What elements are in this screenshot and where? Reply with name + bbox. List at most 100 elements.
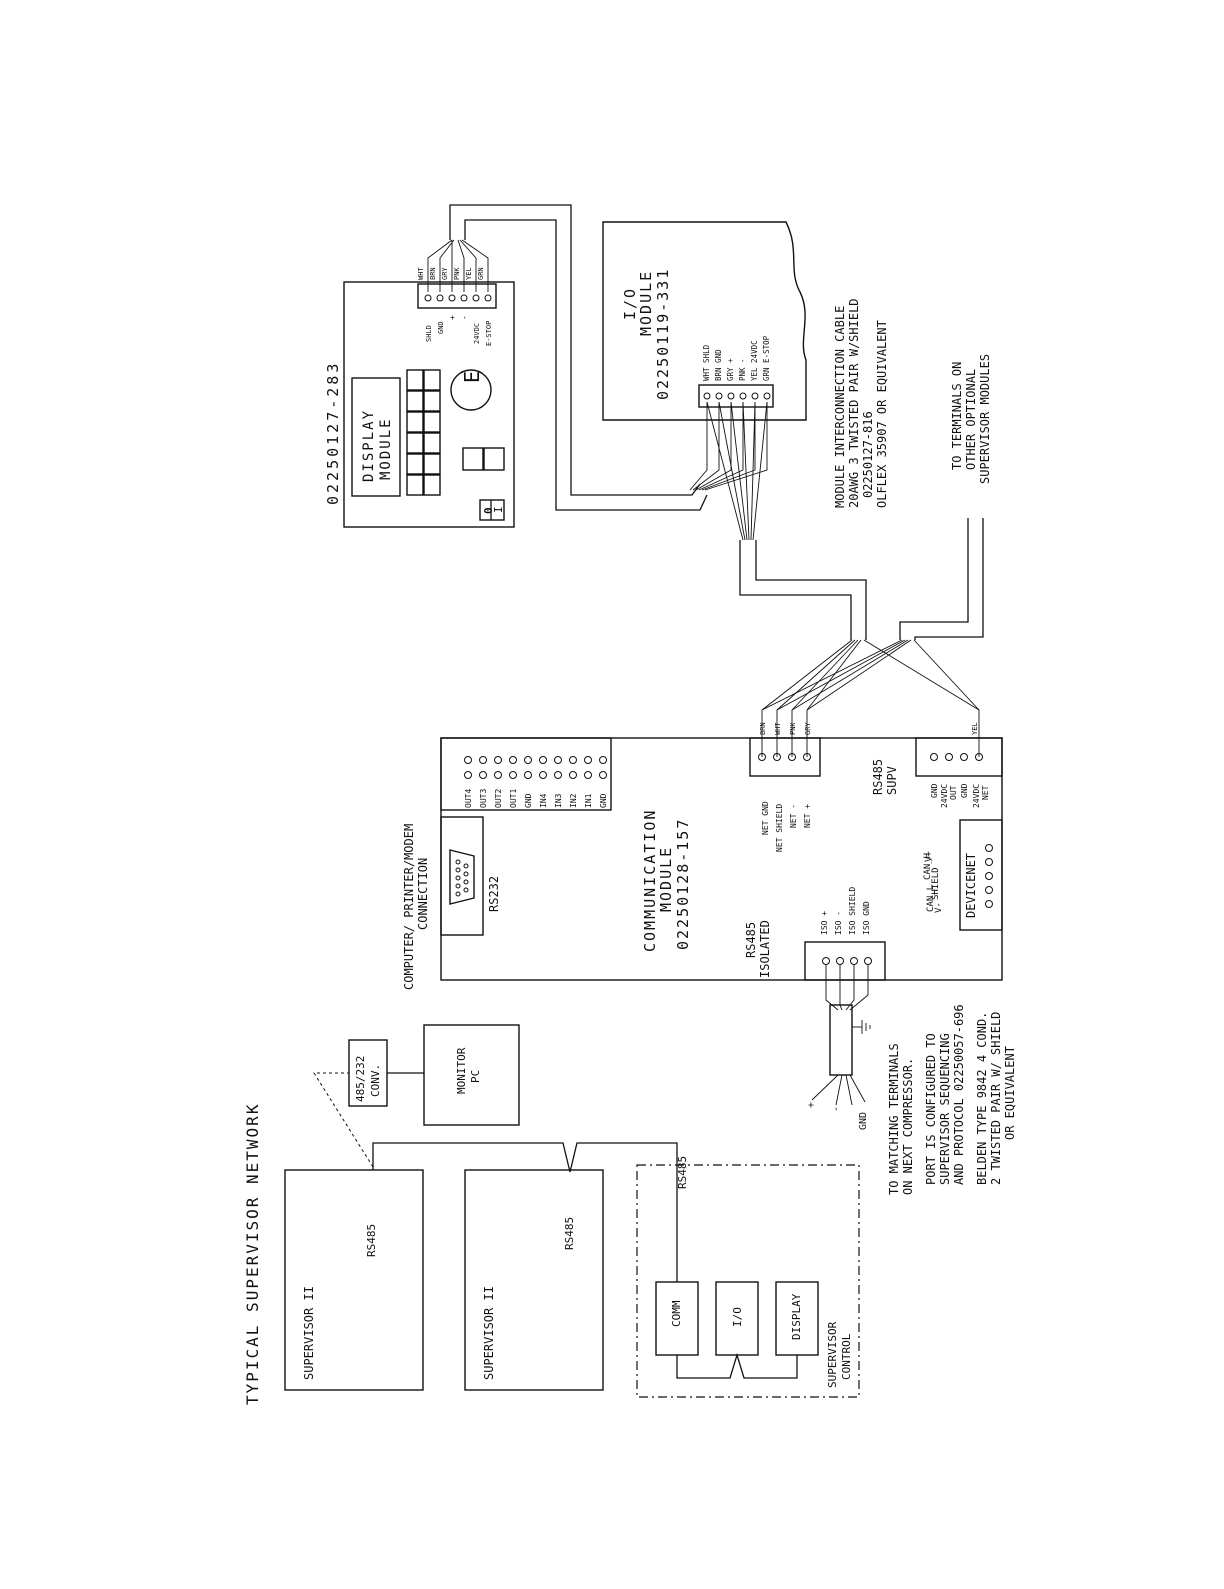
io-terminal-estop: GRN E-STOP	[762, 335, 771, 381]
devicenet-terminals	[985, 844, 993, 908]
on-key-label: I	[492, 506, 505, 513]
comm-io-in3: IN3	[554, 793, 563, 808]
optional-note-1: TO TERMINALS ON	[950, 362, 964, 470]
comm-title-line-2: MODULE	[657, 846, 675, 912]
comm-block-label: COMM	[670, 1300, 683, 1327]
e-button-label: E	[460, 371, 484, 383]
rs232-port-box	[440, 816, 484, 936]
io-terminal-24vdc: YEL 24VDC	[750, 340, 759, 381]
iso-pin-gnd: GND	[858, 1112, 869, 1130]
rs232-pins	[455, 859, 469, 897]
comm-io-in4: IN4	[539, 793, 548, 808]
rs232-connector	[449, 849, 475, 905]
io-terminal-shld: WHT SHLD	[702, 344, 711, 381]
display-keypad	[406, 369, 505, 496]
display-terminal-strip	[417, 283, 497, 309]
supervisor-control-line-1: SUPERVISOR	[826, 1321, 839, 1388]
yel-wire-label: YEL	[971, 722, 979, 735]
supervisor-a-label: SUPERVISOR II	[302, 1286, 316, 1380]
power-net: NET	[981, 785, 990, 800]
supv-terminal-strip	[749, 737, 821, 777]
power-terminal-strip	[915, 737, 1003, 777]
port-note-2: SUPERVISOR SEQUENCING	[938, 1033, 952, 1185]
comm-io-in1: IN1	[584, 793, 593, 808]
optional-note-2: OTHER OPTIONAL	[964, 369, 978, 470]
iso-plus-label: ISO +	[820, 911, 829, 935]
net-shield-label: NET SHIELD	[775, 804, 784, 852]
devicenet-label: DEVICENET	[964, 853, 978, 918]
io-title-line-2: MODULE	[637, 270, 655, 336]
iso-gnd-label: ISO GND	[862, 901, 871, 935]
display-wire-pnk: PNK	[453, 267, 461, 280]
iso-terminal-strip	[804, 941, 886, 981]
io-wire-fan	[689, 401, 768, 541]
rs232-label: RS232	[487, 876, 501, 912]
net-gnd-label: NET GND	[761, 801, 770, 835]
io-part-number: 02250119-331	[654, 268, 672, 400]
power-gnd-2: GND	[960, 783, 969, 798]
io-module-box	[602, 221, 807, 421]
rs485-isolated-line-1: RS485	[744, 922, 758, 958]
rs485-bus-line	[372, 1142, 678, 1282]
display-wire-wht: WHT	[417, 267, 425, 280]
rs485-isolated-line-2: ISOLATED	[758, 920, 772, 978]
v-plus-label: V+	[924, 851, 934, 862]
can-h-label: CAN_H	[923, 853, 933, 880]
display-terminal-minus: -	[460, 315, 469, 320]
can-l-label: CAN_L	[926, 885, 936, 912]
display-part-number: 02250127-283	[324, 361, 342, 505]
supv-wire-gry: GRY	[804, 722, 812, 735]
v-minus-label: V-	[934, 902, 944, 913]
devicenet-box	[959, 819, 1003, 931]
io-terminals	[703, 392, 771, 400]
iso-terminals	[822, 957, 872, 965]
matching-note-1: TO MATCHING TERMINALS	[887, 1043, 901, 1195]
can-shield-label: SHIELD	[931, 867, 941, 900]
display-cable-inner	[464, 219, 708, 511]
display-terminal-shld: SHLD	[425, 325, 433, 342]
computer-label-line-1: COMPUTER/ PRINTER/MODEM	[402, 824, 416, 990]
rs485-supv-line-1: RS485	[871, 759, 885, 795]
net-minus-label: NET -	[789, 804, 798, 828]
power-terminals	[930, 753, 983, 761]
network-title: TYPICAL SUPERVISOR NETWORK	[243, 1103, 262, 1405]
computer-label-line-2: CONNECTION	[416, 858, 430, 930]
monitor-pc-line-2: PC	[469, 1070, 482, 1083]
comm-io-out4: OUT4	[464, 789, 473, 808]
supv-wire-wht: WHT	[774, 722, 782, 735]
supervisor-control-line-2: CONTROL	[840, 1333, 853, 1380]
supv-wire-brn: BRN	[759, 722, 767, 735]
display-terminals	[424, 294, 492, 302]
e-button	[450, 369, 492, 411]
comm-part-number: 02250128-157	[674, 818, 692, 950]
comm-io-strip	[440, 737, 612, 811]
monitor-pc-line-1: MONITOR	[455, 1047, 468, 1094]
supervisor-b-rs485: RS485	[563, 1217, 576, 1250]
display-wire-fan	[427, 239, 489, 292]
supv-wire-fan	[761, 639, 980, 757]
display-cable-outer	[449, 204, 701, 496]
display-wire-grn: GRN	[477, 267, 485, 280]
converter-line-1: 485/232	[354, 1056, 367, 1102]
display-title-line-1: DISPLAY	[361, 409, 377, 482]
display-terminal-plus: +	[448, 315, 457, 320]
monitor-pc-box	[423, 1024, 520, 1126]
rs485-supv-line-2: SUPV	[885, 766, 899, 795]
io-terminal-plus: GRY +	[726, 358, 735, 381]
iso-shield-label: ISO SHIELD	[848, 887, 857, 935]
display-wire-gry: GRY	[441, 267, 449, 280]
interconnect-note-2: 20AWG 3 TWISTED PAIR W/SHIELD	[847, 298, 861, 508]
io-terminal-gnd: BRN GND	[714, 349, 723, 381]
display-terminal-estop: E-STOP	[485, 321, 493, 346]
supervisor-control-boundary	[636, 1164, 860, 1398]
supervisor-a-box	[284, 1169, 424, 1391]
power-24vdc-1: 24VDC	[940, 784, 949, 808]
io-title-line-1: I/O	[621, 287, 639, 320]
comm-title-line-1: COMMUNICATION	[641, 809, 659, 952]
iso-cable	[811, 965, 871, 1106]
bus-rs485-label: RS485	[676, 1156, 689, 1189]
belden-note-2: 2 TWISTED PAIR W/ SHIELD	[989, 1012, 1003, 1185]
matching-note-2: ON NEXT COMPRESSOR.	[901, 1058, 915, 1195]
